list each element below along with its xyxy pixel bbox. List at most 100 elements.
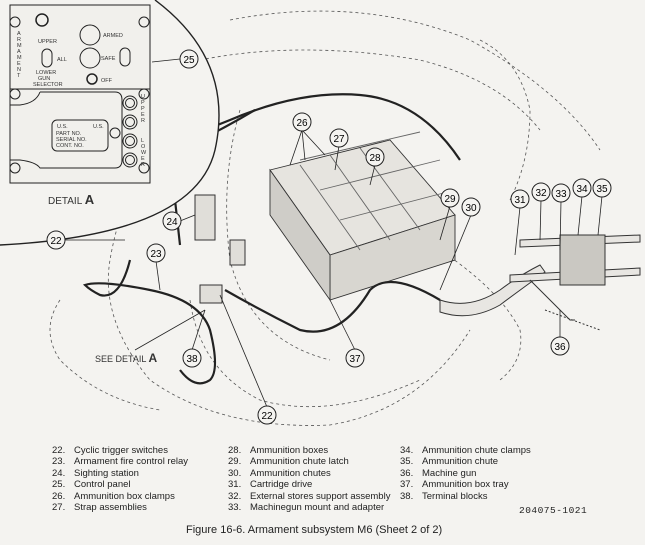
lower-label: LOWER <box>36 70 56 76</box>
safe-label: SAFE <box>101 56 116 62</box>
callout-25: 25 <box>179 49 199 69</box>
svg-text:31: 31 <box>514 195 526 206</box>
off-knob <box>86 73 98 85</box>
legend-item: 38. Terminal blocks <box>400 491 531 502</box>
legend-item: 22. Cyclic trigger switches <box>52 445 188 456</box>
legend-num: 27. <box>52 502 66 514</box>
svg-text:29: 29 <box>444 194 456 205</box>
legend-label: Ammunition chutes <box>250 467 331 479</box>
legend-label: Machine gun <box>422 467 477 479</box>
legend-label: Ammunition box tray <box>422 479 509 491</box>
panel-knob <box>35 13 49 27</box>
see-detail-a-label: SEE DETAIL A <box>95 351 158 365</box>
legend-num: 38. <box>400 490 414 502</box>
leader-lines <box>65 58 603 408</box>
legend-item: 33.Machinegun mount and adapter <box>228 502 390 513</box>
svg-text:28: 28 <box>369 153 381 164</box>
plate-cont-no: CONT. NO. <box>56 143 84 149</box>
callout-33: 33 <box>551 183 571 203</box>
callout-22-left: 22 <box>46 230 66 250</box>
callout-30: 30 <box>461 197 481 217</box>
legend-num: 28. <box>228 445 242 456</box>
gun-label: GUN <box>38 76 50 82</box>
plate-serial-no: SERIAL NO. <box>56 137 87 143</box>
callout-35: 35 <box>592 178 612 198</box>
svg-text:24: 24 <box>166 217 178 228</box>
callout-29: 29 <box>440 188 460 208</box>
svg-text:36: 36 <box>554 342 566 353</box>
callout-36: 36 <box>550 336 570 356</box>
drawing-code: 204075-1021 <box>519 505 588 516</box>
callout-34: 34 <box>572 178 592 198</box>
upper-label: UPPER <box>38 39 57 45</box>
legend-label: Ammunition chute <box>422 456 499 468</box>
legend-label: Cartridge drive <box>250 479 313 491</box>
callout-22-bottom: 22 <box>257 405 277 425</box>
figure-caption: Figure 16-6. Armament subsystem M6 (Shee… <box>186 524 443 536</box>
legend-item: 35. Ammunition chute <box>400 456 531 467</box>
legend-label: Ammunition boxes <box>250 445 329 456</box>
legend-num: 24. <box>52 467 66 479</box>
sighting-station-and-relay <box>194 194 246 304</box>
legend-num: 31. <box>228 479 242 491</box>
legend-item: 29.Ammunition chute latch <box>228 456 390 467</box>
gun-assembly <box>439 234 641 331</box>
legend-item: 31. Cartridge drive <box>228 479 390 490</box>
legend-num: 25. <box>52 479 66 491</box>
plate-us-right: U.S. <box>93 124 104 130</box>
svg-text:37: 37 <box>349 354 361 365</box>
svg-text:23: 23 <box>150 249 162 260</box>
legend-label: External stores support assembly <box>250 490 391 502</box>
armed-safe-switch <box>119 47 131 67</box>
legend-item: 27.Strap assemblies <box>52 502 188 513</box>
svg-text:32: 32 <box>535 188 547 199</box>
callout-23: 23 <box>146 243 166 263</box>
legend-label: Terminal blocks <box>422 490 488 502</box>
detail-a-title: DETAIL A <box>48 192 95 207</box>
callout-28: 28 <box>365 147 385 167</box>
legend-label: Machinegun mount and adapter <box>250 502 385 514</box>
svg-text:35: 35 <box>596 184 608 195</box>
gun-selector-switch <box>41 48 53 68</box>
callout-26: 26 <box>292 112 312 132</box>
legend-item: 34. Ammunition chute clamps <box>400 445 531 456</box>
legend-label: Ammunition chute latch <box>250 456 349 468</box>
legend-item: 32. External stores support assembly <box>228 491 390 502</box>
callout-37: 37 <box>345 348 365 368</box>
callout-32: 32 <box>531 182 551 202</box>
all-label: ALL <box>57 57 67 63</box>
svg-text:34: 34 <box>576 184 588 195</box>
legend-item: 24. Sighting station <box>52 468 188 479</box>
legend-item: 28. Ammunition boxes <box>228 445 390 456</box>
upper-lower-lamps <box>122 95 138 168</box>
legend-num: 22. <box>52 445 66 456</box>
legend-num: 36. <box>400 467 414 479</box>
legend-num: 34. <box>400 445 414 456</box>
svg-text:38: 38 <box>186 354 198 365</box>
legend-num: 32. <box>228 490 242 502</box>
legend-column-1: 22.Cyclic trigger switches 23.Armament f… <box>52 445 188 513</box>
legend-item: 25. Control panel <box>52 479 188 490</box>
legend-num: 35. <box>400 456 414 468</box>
svg-text:25: 25 <box>183 55 195 66</box>
legend-num: 37. <box>400 479 414 491</box>
legend-item: 26.Ammunition box clamps <box>52 491 188 502</box>
legend-label: Control panel <box>74 479 131 491</box>
ammunition-boxes <box>269 131 456 302</box>
legend-label: Cyclic trigger switches <box>74 445 168 456</box>
safe-lamp <box>79 47 101 69</box>
legend-label: Ammunition box clamps <box>74 490 175 502</box>
callout-24: 24 <box>162 211 182 231</box>
legend-num: 23. <box>52 456 66 468</box>
callouts: 25 26 27 28 29 30 31 32 33 34 35 36 37 3… <box>46 49 612 425</box>
legend-label: Sighting station <box>74 467 139 479</box>
legend-num: 30. <box>228 467 242 479</box>
svg-text:22: 22 <box>50 236 62 247</box>
legend-label: Ammunition chute clamps <box>422 445 531 456</box>
armed-lamp <box>79 24 101 46</box>
legend-item: 30. Ammunition chutes <box>228 468 390 479</box>
callout-38: 38 <box>182 348 202 368</box>
